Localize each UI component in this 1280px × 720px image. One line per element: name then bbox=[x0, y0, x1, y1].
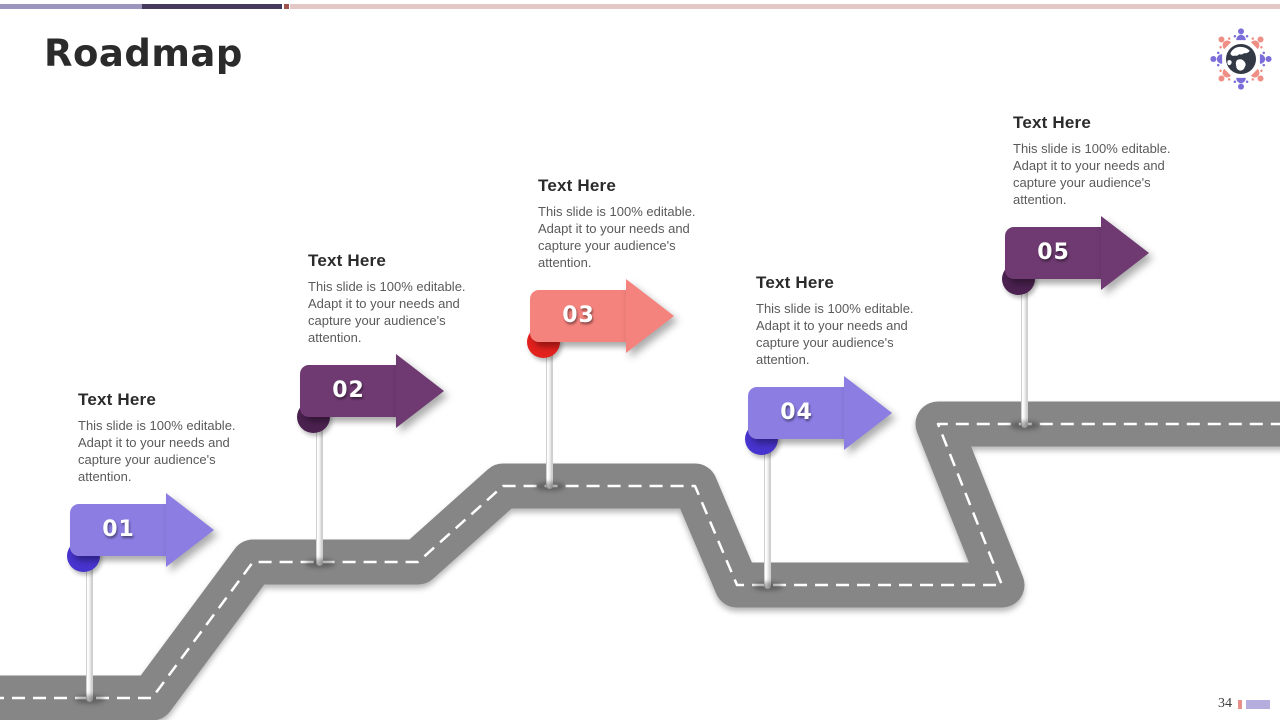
milestone-04-flag-body bbox=[748, 387, 845, 439]
milestone-03-pole-shadow bbox=[535, 482, 565, 491]
milestone-03-arrow-head bbox=[626, 279, 674, 353]
globe-people-logo-icon bbox=[1210, 28, 1272, 90]
milestone-03-flag-body bbox=[530, 290, 627, 342]
milestone-05-arrow-head bbox=[1101, 216, 1149, 290]
footer-accent-bar bbox=[1246, 699, 1270, 709]
milestone-04-flag: 04 bbox=[745, 376, 898, 461]
top-bar-segment-4 bbox=[290, 4, 1280, 9]
milestone-01-arrow-head bbox=[166, 493, 214, 567]
milestone-03-number: 03 bbox=[562, 303, 595, 328]
milestone-04-description: This slide is 100% editable. Adapt it to… bbox=[756, 301, 914, 367]
milestone-02-description: This slide is 100% editable. Adapt it to… bbox=[308, 279, 466, 345]
milestone-01-flag-body bbox=[70, 504, 167, 556]
milestone-05-text: Text Here This slide is 100% editable. A… bbox=[1013, 113, 1185, 208]
milestone-01-title: Text Here bbox=[78, 390, 157, 409]
slide-footer: 34 bbox=[1218, 696, 1270, 712]
milestone-05-flag: 05 bbox=[1002, 216, 1155, 301]
milestone-01-description: This slide is 100% editable. Adapt it to… bbox=[78, 418, 236, 484]
milestone-04-text: Text Here This slide is 100% editable. A… bbox=[756, 273, 928, 368]
milestone-02-pole-shadow bbox=[305, 559, 335, 568]
milestone-05-number: 05 bbox=[1037, 240, 1070, 265]
milestone-01-pole-shadow bbox=[75, 695, 105, 704]
milestone-01-flag: 01 bbox=[67, 493, 220, 578]
people-ring-icon bbox=[1210, 28, 1272, 90]
milestone-03-description: This slide is 100% editable. Adapt it to… bbox=[538, 204, 696, 270]
milestone-03-flag: 03 bbox=[527, 279, 680, 364]
milestone-01-number: 01 bbox=[102, 517, 135, 542]
milestone-02-flag-body bbox=[300, 365, 397, 417]
milestone-04-number: 04 bbox=[780, 400, 813, 425]
page-number: 34 bbox=[1218, 696, 1232, 711]
milestone-04-title: Text Here bbox=[756, 273, 835, 292]
milestone-01-text: Text Here This slide is 100% editable. A… bbox=[78, 390, 250, 485]
milestone-02-arrow-head bbox=[396, 354, 444, 428]
top-accent-bar bbox=[0, 4, 1280, 9]
milestone-05-title: Text Here bbox=[1013, 113, 1092, 132]
milestone-03-text: Text Here This slide is 100% editable. A… bbox=[538, 176, 710, 271]
milestone-05-flag-body bbox=[1005, 227, 1102, 279]
footer-accent-tick bbox=[1238, 699, 1242, 709]
milestone-05-pole-shadow bbox=[1010, 421, 1040, 430]
milestone-05-description: This slide is 100% editable. Adapt it to… bbox=[1013, 141, 1171, 207]
milestone-02-flag: 02 bbox=[297, 354, 450, 439]
page-title: Roadmap bbox=[44, 32, 243, 75]
milestone-04-pole-shadow bbox=[753, 582, 783, 591]
top-bar-segment-3 bbox=[284, 4, 289, 9]
milestone-03-title: Text Here bbox=[538, 176, 617, 195]
milestone-02-number: 02 bbox=[332, 378, 365, 403]
milestone-02-title: Text Here bbox=[308, 251, 387, 270]
milestone-02-text: Text Here This slide is 100% editable. A… bbox=[308, 251, 480, 346]
milestone-04-arrow-head bbox=[844, 376, 892, 450]
globe-icon bbox=[1225, 43, 1257, 75]
top-bar-segment-2 bbox=[142, 4, 282, 9]
top-bar-segment-1 bbox=[0, 4, 142, 9]
